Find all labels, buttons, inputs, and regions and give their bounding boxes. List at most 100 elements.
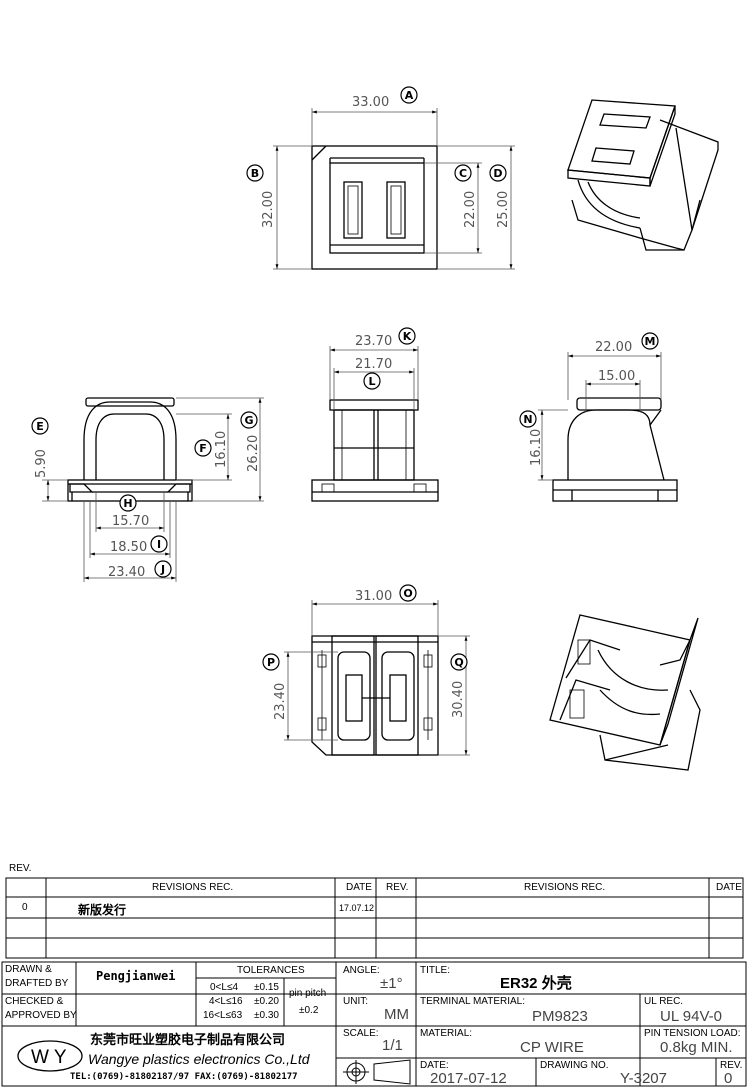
projection-symbol-icon [343,1059,411,1085]
bubble-M: M [641,332,659,350]
drawn-label-1: DRAWN & [5,964,52,975]
front-view [67,397,193,502]
dim-D-value: 25.00 [496,191,511,228]
ul-rec-label: UL REC. [644,996,684,1007]
ul-rec-value: UL 94V-0 [660,1008,722,1025]
unit-label: UNIT: [343,996,368,1007]
rev-row-0-date: 17.07.12 [339,903,375,913]
unit-value: MM [384,1006,409,1023]
bubble-F-label: F [199,442,207,455]
dim-Q-value: 30.40 [451,681,466,718]
bubble-A: A [400,86,418,104]
company-logo [17,1040,83,1072]
bubble-K-label: K [403,330,412,343]
date-label: DATE: [420,1060,449,1071]
bubble-J-label: J [160,563,165,576]
dim-I-value: 18.50 [110,540,147,555]
front-view-dims [42,397,264,582]
terminal-material-label: TERMINAL MATERIAL: [420,996,526,1007]
top-view-dims [273,108,515,270]
bubble-O-label: O [403,587,412,600]
dim-C-value: 22.00 [463,191,478,228]
bottom-view-dims [284,600,470,756]
tol-range-1: 4<L≤16 [209,996,243,1007]
title-block-grid [1,961,747,1087]
bubble-F: F [194,439,212,457]
revision-table-grid [5,877,744,959]
bubble-C: C [454,164,472,182]
tolerances-label: TOLERANCES [237,965,305,976]
drawing-no-label: DRAWING NO. [540,1060,609,1071]
isometric-view-bottom [549,614,701,771]
dim-A-value: 33.00 [352,95,389,110]
rev-value: 0 [724,1070,733,1087]
bubble-E: E [31,417,49,435]
title-value: ER32 外壳 [500,975,572,992]
dim-L-value: 21.70 [355,357,392,372]
pin-tension-label: PIN TENSION LOAD: [644,1028,741,1039]
scale-label: SCALE: [343,1028,379,1039]
terminal-material-value: PM9823 [532,1008,588,1025]
pin-pitch-value: ±0.2 [299,1005,319,1016]
bubble-J: J [154,560,172,578]
company-name-en: Wangye plastics electronics Co.,Ltd [88,1051,310,1067]
top-view [311,145,438,270]
bubble-B-label: B [251,167,259,180]
material-value: CP WIRE [520,1039,584,1056]
bubble-D: D [489,164,507,182]
rev-header-date-left: DATE [346,882,372,893]
isometric-view-top [567,99,719,251]
bubble-L: L [363,372,381,390]
checked-label-2: APPROVED BY [5,1010,77,1021]
bubble-A-label: A [405,89,414,102]
dim-G-value: 26.20 [246,435,261,472]
company-contact: TEL:(0769)-81802187/97 FAX:(0769)-818021… [70,1072,298,1082]
angle-value: ±1° [380,975,403,992]
angle-label: ANGLE: [343,965,380,976]
title-label: TITLE: [420,965,451,976]
bubble-G: G [240,411,258,429]
checked-label-1: CHECKED & [5,996,64,1007]
bubble-I-label: I [157,538,161,551]
pin-tension-value: 0.8kg MIN. [660,1039,733,1056]
dim-J-value: 23.40 [108,565,145,580]
tol-range-2: 16<L≤63 [203,1010,243,1021]
dim-F-value: 16.10 [214,431,229,468]
rev-header-recs-left: REVISIONS REC. [152,882,234,893]
right-view-dims [538,352,662,481]
dim-P-value: 23.40 [273,683,288,720]
right-view [552,397,678,502]
bubble-D-label: D [493,167,502,180]
rev-row-0-rev: 0 [22,902,28,913]
bubble-P: P [262,653,280,671]
scale-value: 1/1 [382,1037,403,1054]
drawn-by-name: Pengjianwei [96,969,176,983]
dim-right-inner-value: 15.00 [598,369,635,384]
date-value: 2017-07-12 [430,1070,507,1087]
rev-row-0-text: 新版发行 [78,903,127,917]
bubble-N: N [519,410,537,428]
dim-K-value: 23.70 [355,334,392,349]
rev-header-date-right: DATE [716,882,742,893]
dim-B-value: 32.00 [261,191,276,228]
rev-table-label: REV. [9,863,32,874]
rev-header-recs-right: REVISIONS REC. [524,882,606,893]
bubble-B: B [246,164,264,182]
dim-E-value: 5.90 [34,449,49,478]
tol-value-0: ±0.15 [254,982,279,993]
dim-H-value: 15.70 [112,514,149,529]
bubble-H: H [119,494,137,512]
tol-value-2: ±0.30 [254,1010,279,1021]
bottom-view [311,635,439,756]
tol-value-1: ±0.20 [254,996,279,1007]
tol-range-0: 0<L≤4 [210,982,239,993]
bubble-I: I [150,535,168,553]
rev-label: REV. [720,1060,743,1071]
bubble-P-label: P [267,656,275,669]
bubble-Q: Q [450,653,468,671]
side-view-dims [329,346,419,410]
bubble-M-label: M [645,335,656,348]
dim-O-value: 31.00 [355,589,392,604]
company-logo-text: W Y [31,1047,67,1068]
